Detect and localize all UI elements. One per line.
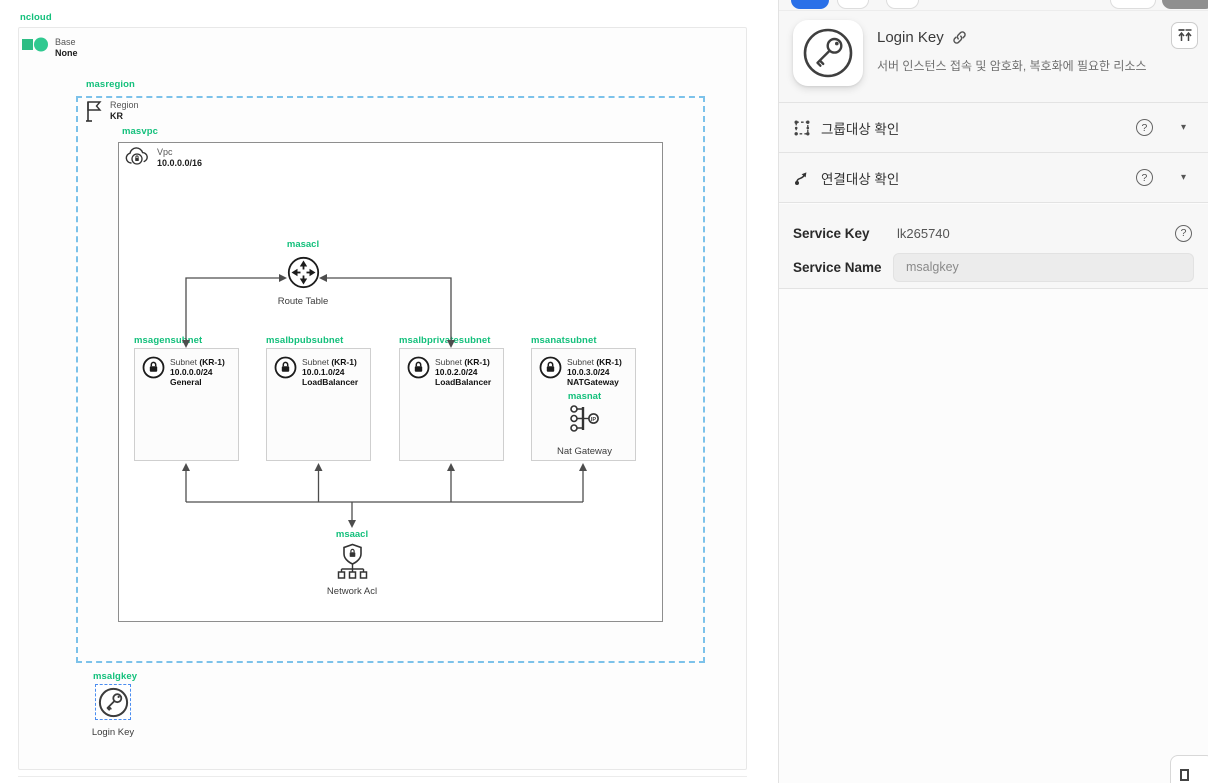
service-key-label: Service Key (793, 225, 870, 241)
network-acl-caption: Network Acl (326, 586, 378, 597)
subnet-usage: LoadBalancer (435, 377, 492, 387)
subnet-zone: (KR-1) (464, 357, 490, 367)
subnet-title: Subnet (567, 357, 594, 367)
subnet-lock-icon (142, 356, 165, 379)
vpc-value: 10.0.0.0/16 (157, 157, 203, 168)
minimap-glyph (1180, 769, 1189, 781)
section-group-targets[interactable]: 그룹대상 확인 ? ▾ (779, 103, 1208, 153)
properties-panel: Login Key 서버 인스턴스 접속 및 암호화, 복호화에 필요한 리소스 (778, 0, 1208, 783)
help-icon[interactable]: ? (1135, 169, 1153, 186)
link-icon[interactable] (951, 29, 968, 46)
subnet-1-label: msagensubnet (134, 335, 203, 346)
service-name-row: Service Name (793, 250, 1194, 284)
region-flag-icon (86, 101, 102, 122)
service-name-input[interactable] (893, 252, 1194, 282)
subnet-usage: General (170, 377, 202, 387)
base-value: None (55, 47, 78, 58)
connection-targets-label: 연결대상 확인 (821, 171, 900, 187)
subnet-node-lb-private[interactable]: Subnet (KR-1) 10.0.2.0/24 LoadBalancer (399, 348, 504, 461)
region-title: Region (110, 100, 139, 110)
base-title: Base (55, 37, 76, 47)
base-node-header[interactable]: Base None (22, 36, 78, 58)
subnet-cidr: 10.0.1.0/24 (302, 367, 345, 377)
subnet-lock-icon (539, 356, 562, 379)
subnet-title: Subnet (435, 357, 462, 367)
subnet-cidr: 10.0.0.0/24 (170, 367, 213, 377)
diagram-canvas[interactable]: ncloud Base None masregion Region (0, 0, 778, 783)
chevron-down-icon[interactable]: ▾ (1180, 122, 1186, 133)
toolbar-dark-button[interactable] (1162, 0, 1208, 9)
toolbar-strip (779, 0, 1208, 10)
panel-description: 서버 인스턴스 접속 및 암호화, 복호화에 필요한 리소스 (877, 59, 1147, 73)
route-table-icon[interactable] (287, 256, 320, 289)
subnet-usage: NATGateway (567, 377, 619, 387)
toolbar-button[interactable] (837, 0, 869, 9)
subnet-title: Subnet (302, 357, 329, 367)
group-targets-label: 그룹대상 확인 (821, 121, 900, 137)
nat-gateway-node-label: masnat (567, 391, 602, 402)
subnet-4-label: msanatsubnet (531, 335, 597, 346)
login-key-large-icon (803, 28, 853, 78)
subnet-zone: (KR-1) (596, 357, 622, 367)
panel-title: Login Key (877, 29, 944, 46)
subnet-zone: (KR-1) (199, 357, 225, 367)
vpc-node-label: masvpc (122, 126, 158, 137)
help-icon[interactable]: ? (1135, 119, 1153, 136)
login-key-node-label: msalgkey (93, 671, 138, 682)
base-icon (22, 37, 48, 52)
service-key-value: lk265740 (897, 225, 950, 241)
chevron-down-icon[interactable]: ▾ (1180, 172, 1186, 183)
canvas-bottom-edge (18, 776, 747, 777)
region-value: KR (110, 110, 123, 121)
route-table-caption: Route Table (277, 296, 329, 307)
nat-gateway-icon[interactable]: IP (569, 403, 600, 434)
region-node-label: masregion (86, 79, 135, 90)
section-connection-targets[interactable]: 연결대상 확인 ? ▾ (779, 153, 1208, 203)
subnet-node-nat[interactable]: Subnet (KR-1) 10.0.3.0/24 NATGateway mas… (531, 348, 636, 461)
group-select-icon (794, 120, 810, 135)
subnet-3-label: msalbprivatesubnet (399, 335, 491, 346)
route-table-node-label: masacl (286, 239, 320, 250)
subnet-title: Subnet (170, 357, 197, 367)
login-key-caption: Login Key (91, 727, 135, 738)
subnet-cidr: 10.0.2.0/24 (435, 367, 478, 377)
region-node[interactable] (76, 96, 705, 663)
login-key-node[interactable] (95, 684, 131, 720)
subnet-2-label: msalbpubsubnet (266, 335, 344, 346)
subnet-node-lb-public[interactable]: Subnet (KR-1) 10.0.1.0/24 LoadBalancer (266, 348, 371, 461)
vpc-cloud-icon (125, 147, 148, 165)
root-node-label: ncloud (20, 12, 52, 23)
nat-gateway-caption: Nat Gateway (557, 446, 612, 457)
svg-text:IP: IP (591, 417, 597, 423)
toolbar-button[interactable] (886, 0, 919, 9)
subnet-lock-icon (274, 356, 297, 379)
subnet-lock-icon (407, 356, 430, 379)
service-section: Service Key lk265740 ? Service Name (779, 204, 1208, 289)
panel-header-section: Login Key 서버 인스턴스 접속 및 암호화, 복호화에 필요한 리소스 (779, 10, 1208, 103)
subnet-node-general[interactable]: Subnet (KR-1) 10.0.0.0/24 General (134, 348, 239, 461)
network-acl-icon[interactable] (337, 543, 368, 580)
subnet-cidr: 10.0.3.0/24 (567, 367, 610, 377)
collapse-all-icon (1178, 29, 1192, 41)
region-node-header[interactable]: Region KR (84, 99, 139, 122)
subnet-zone: (KR-1) (331, 357, 357, 367)
login-key-icon (98, 687, 128, 717)
login-key-card (793, 20, 863, 86)
vpc-node-header[interactable]: Vpc 10.0.0.0/16 (124, 146, 202, 168)
help-icon[interactable]: ? (1175, 224, 1192, 242)
minimap-control[interactable] (1170, 755, 1208, 783)
vpc-title: Vpc (157, 147, 173, 157)
connection-icon (795, 171, 807, 185)
collapse-all-button[interactable] (1171, 22, 1198, 49)
subnet-usage: LoadBalancer (302, 377, 359, 387)
toolbar-primary-button[interactable] (791, 0, 829, 9)
service-key-row: Service Key lk265740 ? (793, 216, 1194, 250)
toolbar-button[interactable] (1110, 0, 1156, 9)
network-acl-node-label: msaacl (335, 529, 369, 540)
service-name-label: Service Name (793, 259, 882, 275)
